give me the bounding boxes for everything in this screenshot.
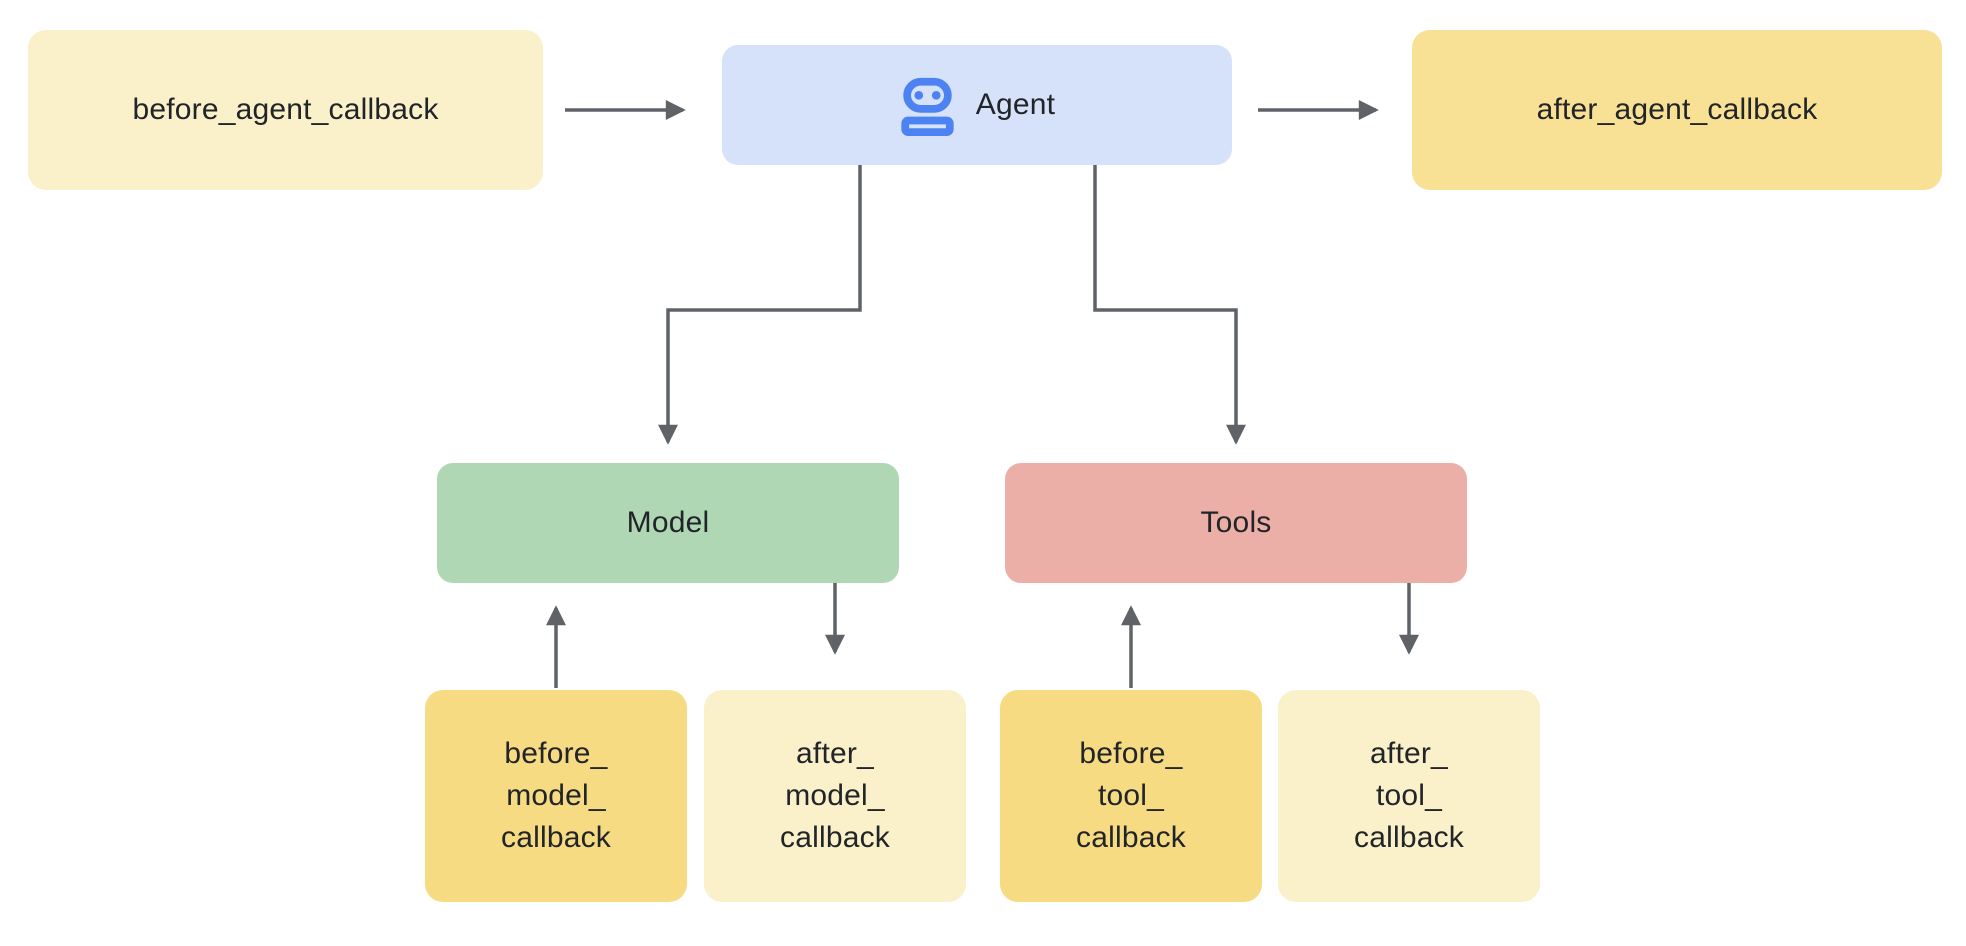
node-before-tool-callback-label: before_ tool_ callback xyxy=(1076,737,1186,854)
node-agent: Agent xyxy=(722,45,1232,165)
node-tools-label: Tools xyxy=(1200,506,1272,539)
node-before-agent-callback: before_agent_callback xyxy=(28,30,543,190)
node-model: Model xyxy=(437,463,899,583)
node-after-model-callback-label: after_ model_ callback xyxy=(780,737,890,854)
node-after-agent-callback-label: after_agent_callback xyxy=(1536,93,1818,126)
node-tools: Tools xyxy=(1005,463,1467,583)
node-agent-label: Agent xyxy=(975,88,1056,121)
node-before-agent-callback-label: before_agent_callback xyxy=(132,93,439,126)
node-after-tool-callback-label: after_ tool_ callback xyxy=(1354,737,1464,854)
node-before-tool-callback: before_ tool_ callback xyxy=(1000,690,1262,902)
node-after-model-callback: after_ model_ callback xyxy=(704,690,966,902)
edge-agent-to-tools xyxy=(1093,165,1246,445)
robot-icon xyxy=(899,74,956,136)
node-before-model-callback: before_ model_ callback xyxy=(425,690,687,902)
node-model-label: Model xyxy=(626,506,710,539)
node-before-model-callback-label: before_ model_ callback xyxy=(501,737,611,854)
node-after-tool-callback: after_ tool_ callback xyxy=(1278,690,1540,902)
edge-agent-to-model xyxy=(658,165,862,445)
node-after-agent-callback: after_agent_callback xyxy=(1412,30,1942,190)
